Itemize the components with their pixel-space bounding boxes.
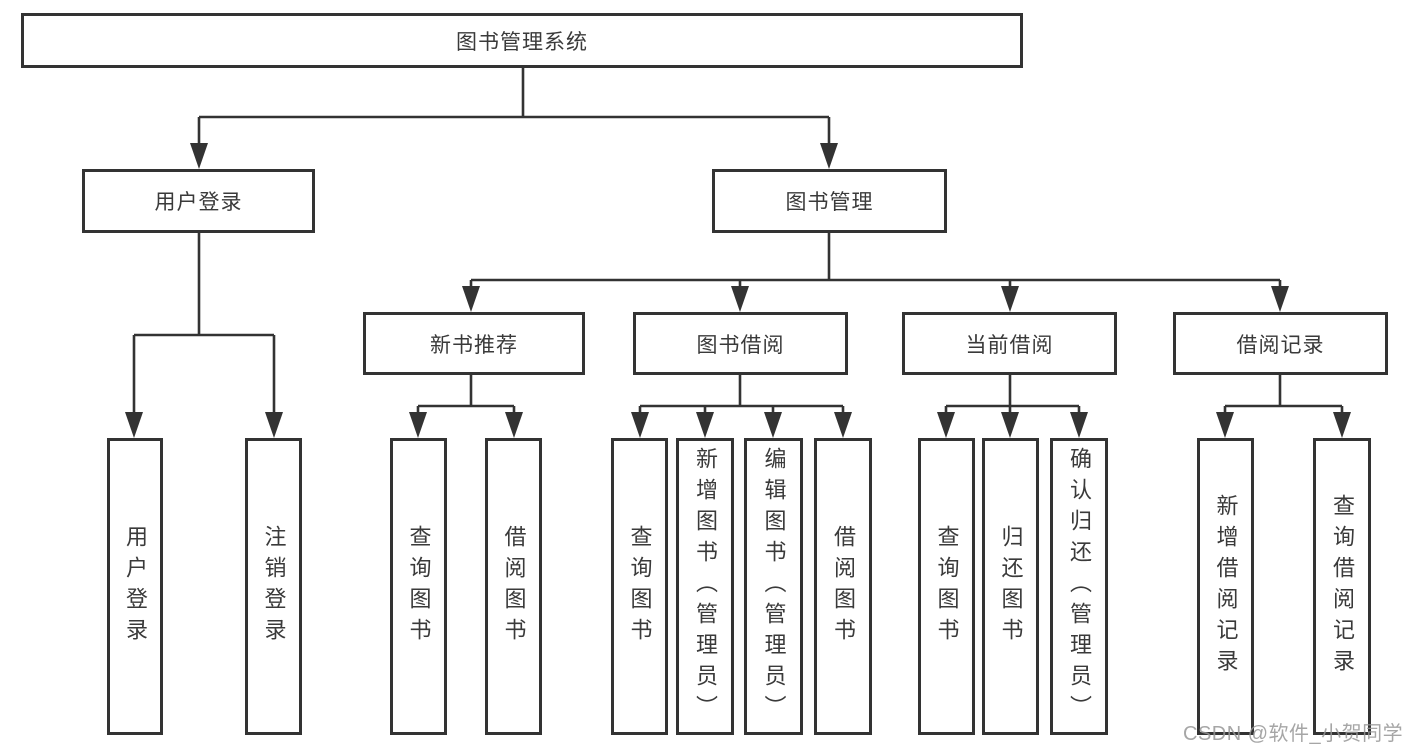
leaf-borrow-books: 借阅图书 [814, 438, 872, 735]
node-label: 新增借阅记录 [1213, 493, 1239, 680]
node-label: 用户登录 [154, 191, 243, 214]
node-label: 查询图书 [406, 524, 432, 649]
arrowhead-icons [125, 143, 1351, 438]
node-label: 查询借阅记录 [1330, 493, 1355, 680]
node-label: 用户登录 [123, 524, 148, 649]
node-label: 新书推荐 [430, 333, 518, 357]
node-label: 确认归还（管理员） [1067, 447, 1092, 726]
leaf-user-login: 用户登录 [107, 438, 163, 735]
node-label: 借阅图书 [831, 524, 856, 649]
node-label: 图书管理 [785, 191, 874, 214]
leaf-edit-books-admin: 编辑图书（管理员） [744, 438, 803, 735]
node-borrowing-records: 借阅记录 [1173, 312, 1388, 375]
node-label: 查询图书 [627, 524, 653, 649]
node-label: 当前借阅 [965, 333, 1054, 357]
node-label: 图书借阅 [696, 333, 785, 357]
node-label: 编辑图书（管理员） [761, 447, 787, 726]
node-current-borrowing: 当前借阅 [902, 312, 1117, 375]
node-label: 归还图书 [998, 524, 1024, 649]
node-new-book-recommend: 新书推荐 [363, 312, 585, 375]
node-label: 借阅图书 [501, 524, 527, 649]
node-user-login: 用户登录 [82, 169, 315, 233]
leaf-query-borrow-record: 查询借阅记录 [1313, 438, 1371, 735]
node-label: 借阅记录 [1236, 333, 1325, 357]
leaf-query-books: 查询图书 [918, 438, 975, 735]
leaf-logout: 注销登录 [245, 438, 302, 735]
node-label: 图书管理系统 [456, 30, 588, 54]
node-label: 查询图书 [934, 524, 960, 649]
leaf-borrow-books: 借阅图书 [485, 438, 542, 735]
leaf-return-books: 归还图书 [982, 438, 1039, 735]
node-label: 新增图书（管理员） [693, 447, 718, 726]
leaf-confirm-return-admin: 确认归还（管理员） [1050, 438, 1108, 735]
leaf-add-books-admin: 新增图书（管理员） [676, 438, 734, 735]
leaf-query-books: 查询图书 [611, 438, 668, 735]
csdn-watermark: CSDN @软件_小贺同学 [1183, 723, 1404, 745]
node-root-system: 图书管理系统 [21, 13, 1023, 68]
leaf-query-books: 查询图书 [390, 438, 447, 735]
leaf-add-borrow-record: 新增借阅记录 [1197, 438, 1254, 735]
node-label: 注销登录 [261, 524, 287, 649]
node-book-borrowing: 图书借阅 [633, 312, 848, 375]
node-book-management: 图书管理 [712, 169, 947, 233]
